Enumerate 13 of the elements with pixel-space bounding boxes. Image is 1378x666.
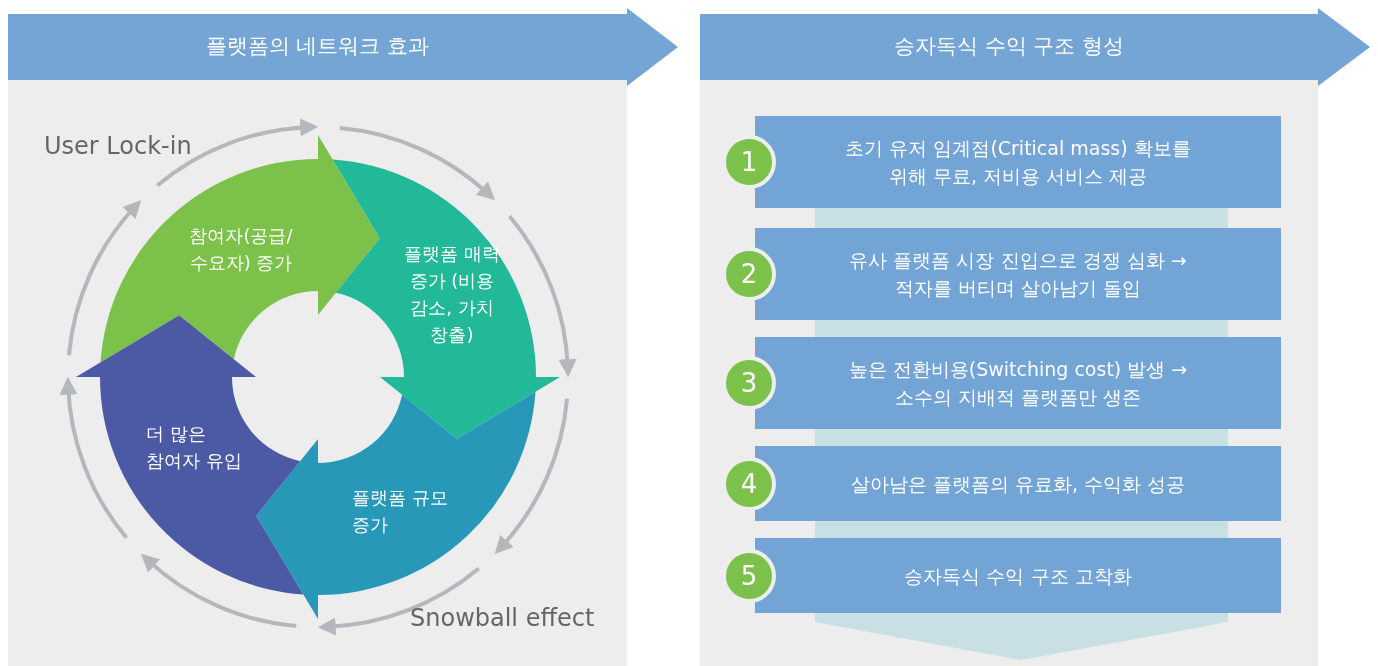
step-box: 살아남은 플랫폼의 유료화, 수익화 성공	[755, 446, 1281, 521]
banner-title: 승자독식 수익 구조 형성	[893, 33, 1125, 60]
cycle-label: 플랫폼 규모 증가	[352, 486, 449, 537]
step-box: 승자독식 수익 구조 고착화	[755, 538, 1281, 613]
step-box: 유사 플랫폼 시장 진입으로 경쟁 심화 → 적자를 버티며 살아남기 돌입	[755, 228, 1281, 320]
step-box: 높은 전환비용(Switching cost) 발생 → 소수의 지배적 플랫폼만 생존	[755, 337, 1281, 429]
cycle-label: 더 많은 참여자 유입	[146, 422, 243, 473]
cycle-label: 플랫폼 매력 증가 (비용 감소, 가치 창출)	[403, 242, 501, 347]
banner-title: 플랫폼의 네트워크 효과	[204, 33, 431, 60]
step-box: 초기 유저 임계점(Critical mass) 확보를 위해 무료, 저비용 서비스 제공	[755, 116, 1281, 208]
cycle-caption: User Lock-in	[44, 132, 192, 160]
cycle-caption: Snowball effect	[410, 604, 595, 632]
cycle-label: 참여자(공급/ 수요자) 증가	[188, 224, 294, 275]
